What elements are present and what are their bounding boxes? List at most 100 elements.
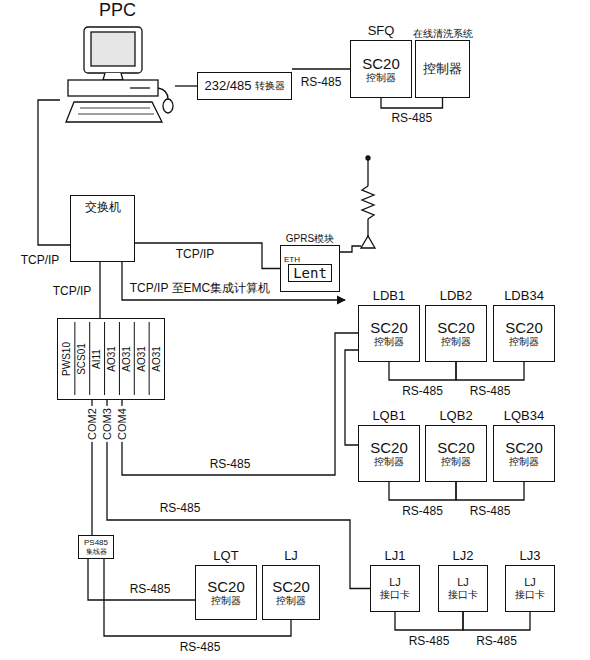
bus-label: RS-485 xyxy=(407,635,452,648)
box-text: PS485 xyxy=(84,538,108,547)
device-box: LJSC20控制器 xyxy=(262,565,320,620)
device-tag: LJ1 xyxy=(385,549,406,564)
box-text: SC20 xyxy=(370,439,408,456)
note-label: TCP/IP 至EMC集成计算机 xyxy=(128,282,272,295)
device-box: LQB1SC20控制器 xyxy=(358,425,420,482)
box-text: 控制器 xyxy=(211,595,241,607)
box-text: 集线器 xyxy=(86,548,107,556)
box-text: SC20 xyxy=(370,319,408,336)
box-text: 控制器 xyxy=(423,62,462,77)
device-tag: LQB2 xyxy=(439,409,472,424)
box-text: LJ xyxy=(457,576,469,589)
bus-wire xyxy=(38,100,70,245)
box-text: Lent xyxy=(288,264,332,282)
bus-wire xyxy=(345,350,358,445)
device-tag: LJ3 xyxy=(520,549,541,564)
bus-wire xyxy=(463,612,530,630)
device-tag: GPRS模块 xyxy=(286,233,334,245)
box-text: SC20 xyxy=(437,439,475,456)
bus-wire xyxy=(456,362,524,380)
box-text: 控制器 xyxy=(441,456,471,468)
box-text: 接口卡 xyxy=(515,589,545,601)
box-text: 控制器 xyxy=(374,456,404,468)
bus-label: RS-485 xyxy=(468,385,513,398)
module-name: AO31 xyxy=(106,346,118,372)
box-text: PPC xyxy=(99,0,136,21)
antenna-symbol xyxy=(340,156,375,252)
box-text: 控制器 xyxy=(509,456,539,468)
bus-wire xyxy=(175,85,197,86)
bus-wire xyxy=(107,400,370,589)
box-text: 接口卡 xyxy=(448,589,478,601)
bus-wire xyxy=(389,362,456,380)
box-text: 控制器 xyxy=(374,336,404,348)
device-tag: LQB34 xyxy=(504,409,544,424)
port-name: COM4 xyxy=(116,406,128,442)
device-tag: 在线清洗系统 xyxy=(413,28,473,40)
box-text: 接口卡 xyxy=(380,589,410,601)
module-name: SCS01 xyxy=(77,343,89,375)
box-text: SC20 xyxy=(505,439,543,456)
device-box: GPRS模块ETHLent xyxy=(280,245,340,292)
bus-label: RS-485 xyxy=(158,502,203,515)
box-text: 控制器 xyxy=(441,336,471,348)
bus-label: TCP/IP xyxy=(19,254,62,267)
device-box: LQTSC20控制器 xyxy=(195,565,257,620)
device-box: LDB2SC20控制器 xyxy=(425,305,487,362)
port-name: COM3 xyxy=(101,406,113,442)
box-text: 控制器 xyxy=(276,595,306,607)
device-tag: LDB1 xyxy=(373,289,406,304)
bus-wire xyxy=(456,482,524,500)
device-box: LDB1SC20控制器 xyxy=(358,305,420,362)
bus-label: TCP/IP xyxy=(51,285,94,298)
computer-illustration xyxy=(60,26,175,130)
device-box: LDB34SC20控制器 xyxy=(493,305,555,362)
device-box: LQB2SC20控制器 xyxy=(425,425,487,482)
device-box: LJ1LJ接口卡 xyxy=(370,565,420,612)
device-tag: LQT xyxy=(213,549,238,564)
box-text: SC20 xyxy=(437,319,475,336)
box-text: ETH xyxy=(284,255,300,264)
box-text: LJ xyxy=(389,576,401,589)
bus-wire xyxy=(381,98,443,108)
device-box: PS485集线器 xyxy=(78,535,114,559)
bus-label: RS-485 xyxy=(468,505,513,518)
device-tag: LJ2 xyxy=(453,549,474,564)
box-text: SC20 xyxy=(505,319,543,336)
bus-wire xyxy=(292,68,350,69)
device-box: 交换机 xyxy=(70,195,135,262)
device-box: 232/485转换器 xyxy=(197,72,292,100)
bus-label: RS-485 xyxy=(299,76,344,89)
device-box: LJ2LJ接口卡 xyxy=(438,565,488,612)
bus-label: TCP/IP xyxy=(174,248,217,261)
module-name: AO31 xyxy=(151,346,163,372)
device-box: LJ3LJ接口卡 xyxy=(505,565,555,612)
box-text: SC20 xyxy=(272,578,310,595)
device-tag: LDB34 xyxy=(504,289,544,304)
module-name: AO31 xyxy=(121,346,133,372)
device-box: LQB34SC20控制器 xyxy=(493,425,555,482)
box-text: 232/485 xyxy=(205,79,252,94)
plc-rack: PWS10SCS01AI11AO31AO31AO31AO31 xyxy=(57,318,165,400)
device-box: SFQSC20控制器 xyxy=(350,40,412,98)
device-tag: LQB1 xyxy=(372,409,405,424)
device-tag: LDB2 xyxy=(440,289,473,304)
device-tag: SFQ xyxy=(368,24,395,39)
bus-wire xyxy=(389,482,456,500)
port-name: COM2 xyxy=(86,406,98,442)
computer-node: PPC xyxy=(60,0,175,130)
bus-label: RS-485 xyxy=(208,458,253,471)
box-text: 控制器 xyxy=(509,336,539,348)
box-text: 控制器 xyxy=(366,72,396,84)
bus-label: RS-485 xyxy=(389,112,434,125)
bus-wire xyxy=(122,333,358,475)
bus-wire xyxy=(135,243,280,269)
box-text: SC20 xyxy=(362,55,400,72)
device-tag: LJ xyxy=(284,549,298,564)
device-box: 在线清洗系统控制器 xyxy=(415,40,470,98)
module-name: AO31 xyxy=(136,346,148,372)
bus-label: RS-485 xyxy=(128,583,173,596)
box-text: 转换器 xyxy=(255,80,285,92)
bus-wire xyxy=(395,612,463,630)
box-text: SC20 xyxy=(207,578,245,595)
